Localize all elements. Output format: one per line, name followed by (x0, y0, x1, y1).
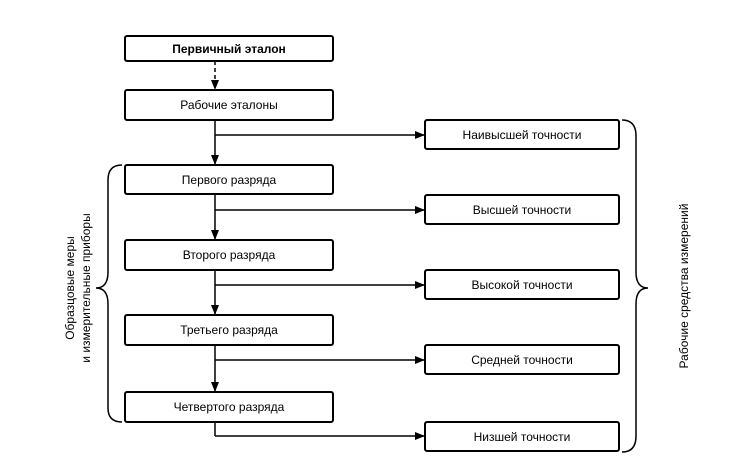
left-group-label-line2: и измерительные приборы (79, 213, 93, 363)
right-group-label: Рабочие средства измерений (677, 203, 691, 369)
grade-fourth-box: Четвертого разряда (124, 391, 334, 423)
precision-medium-box: Средней точности (424, 344, 620, 375)
left-group-label-line1: Образцовые меры (63, 236, 77, 340)
precision-higher-box: Высшей точности (424, 194, 620, 225)
working-standards-box: Рабочие эталоны (124, 89, 334, 121)
left-brace (95, 164, 123, 423)
grade-third-box: Третьего разряда (124, 314, 334, 346)
precision-highest-box: Наивысшей точности (424, 119, 620, 150)
right-brace (621, 119, 649, 453)
grade-first-box: Первого разряда (124, 164, 334, 195)
precision-high-box: Высокой точности (424, 269, 620, 300)
grade-second-box: Второго разряда (124, 239, 334, 271)
left-group-label: Образцовые меры и измерительные приборы (62, 203, 94, 373)
primary-standard-box: Первичный эталон (124, 35, 334, 62)
precision-lowest-box: Низшей точности (424, 421, 620, 452)
